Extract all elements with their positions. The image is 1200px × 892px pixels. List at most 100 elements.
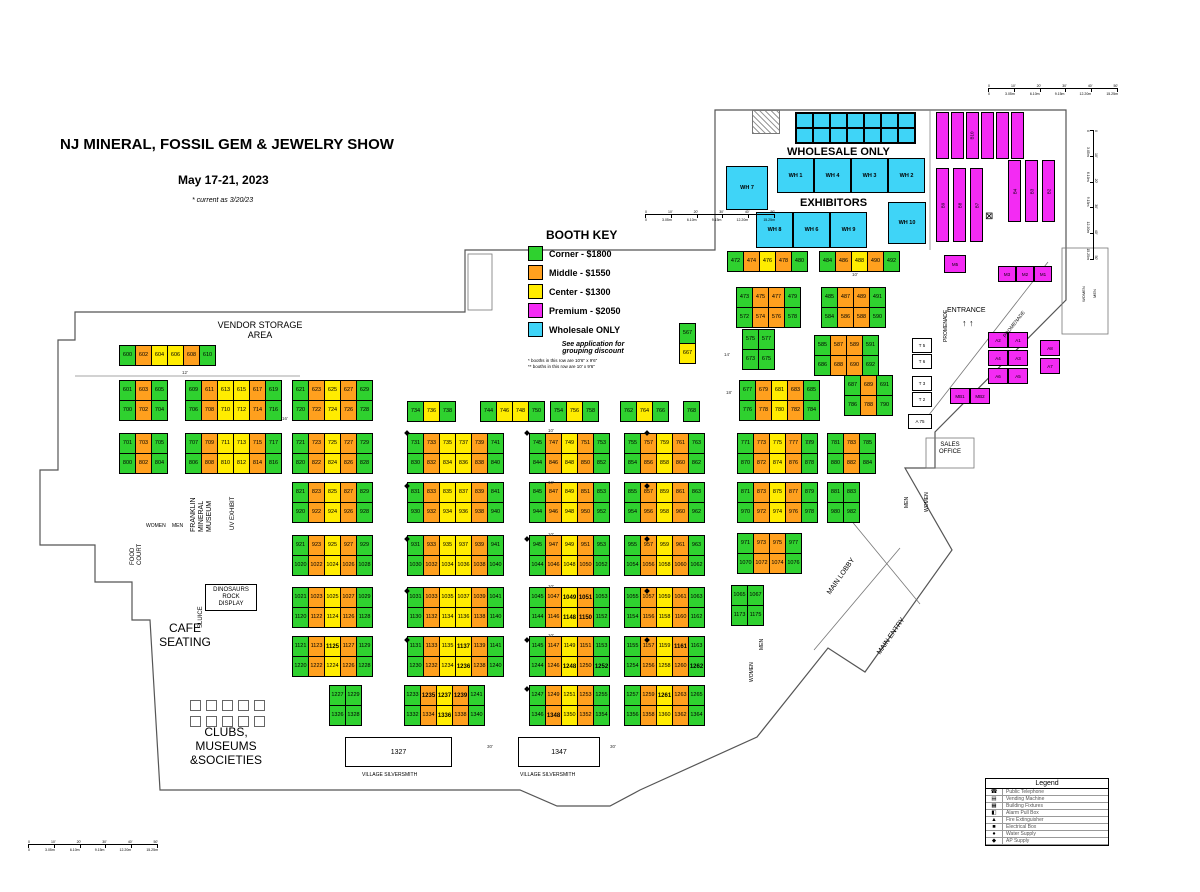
wholesale-booth-WH6: WH 6: [793, 212, 830, 248]
booth-850: 850: [577, 453, 594, 474]
booth-1152: 1152: [593, 607, 610, 628]
legend-label: Electrical Box: [1006, 824, 1037, 830]
area-label: WOMEN: [146, 523, 166, 529]
area-label: MEN: [172, 523, 184, 529]
booth-1059: 1059: [656, 587, 673, 608]
booth-1029: 1029: [356, 587, 373, 608]
booth-945: 945: [529, 535, 546, 556]
booth-1352: 1352: [577, 705, 594, 726]
booth-814: 814: [249, 453, 266, 474]
booth-1160: 1160: [672, 607, 689, 628]
booth-959: 959: [656, 535, 673, 556]
booth-1127: 1127: [340, 636, 357, 657]
booth-928: 928: [356, 502, 373, 523]
key-item: Middle - $1550: [528, 265, 658, 280]
booth-785: 785: [859, 433, 876, 454]
booth-758: 758: [582, 401, 599, 422]
booth-728: 728: [356, 400, 373, 421]
booth-1139: 1139: [471, 636, 488, 657]
booth-839: 839: [471, 482, 488, 503]
booth-714: 714: [249, 400, 266, 421]
booth-1021: 1021: [292, 587, 309, 608]
booth-1067: 1067: [747, 585, 764, 606]
booth-832: 832: [423, 453, 440, 474]
booth-721: 721: [292, 433, 309, 454]
booth-700: 700: [119, 400, 136, 421]
dimension-label: 14': [724, 352, 730, 357]
booth-1121: 1121: [292, 636, 309, 657]
booth-1072: 1072: [753, 553, 770, 574]
booth-475: 475: [752, 287, 769, 308]
scale-line: [988, 88, 1118, 92]
dimension-label: 30': [610, 744, 616, 749]
key-item-label: Premium - $2050: [549, 305, 621, 316]
booth-1144: 1144: [529, 607, 546, 628]
premium-bar: [951, 112, 964, 159]
booth-978: 978: [801, 502, 818, 523]
booth-810: 810: [217, 453, 234, 474]
booth-846: 846: [545, 453, 562, 474]
booth-1229: 1229: [345, 685, 362, 706]
booth-762: 762: [620, 401, 637, 422]
booth-870: 870: [737, 453, 754, 474]
booth-934: 934: [439, 502, 456, 523]
booth-963: 963: [688, 535, 705, 556]
booth-1037: 1037: [455, 587, 472, 608]
booth-1151: 1151: [577, 636, 594, 657]
booth-1358: 1358: [640, 705, 657, 726]
booth-1048: 1048: [561, 555, 578, 576]
premium-bar-B7: B7: [970, 168, 983, 242]
booth-822: 822: [308, 453, 325, 474]
booth-1022: 1022: [308, 555, 325, 576]
booth-784: 784: [803, 400, 820, 421]
booth-856: 856: [640, 453, 657, 474]
booth-486: 486: [835, 251, 852, 272]
booth-683: 683: [787, 380, 804, 401]
booth-1130: 1130: [407, 607, 424, 628]
legend-label: Water Supply: [1006, 831, 1036, 837]
booth-474: 474: [743, 251, 760, 272]
booth-754: 754: [550, 401, 567, 422]
booth-1049: 1049: [561, 587, 578, 608]
booth-722: 722: [308, 400, 325, 421]
premium-bar: [981, 112, 994, 159]
booth-key-footnote: * booths in this row are 10'6" x 9'6": [528, 358, 598, 363]
booth-1058: 1058: [656, 555, 673, 576]
booth-1257: 1257: [624, 685, 641, 706]
booth-688: 688: [830, 355, 847, 376]
booth-476: 476: [759, 251, 776, 272]
booth-605: 605: [151, 380, 168, 401]
booth-976: 976: [785, 502, 802, 523]
booth-1253: 1253: [577, 685, 594, 706]
booth-1346: 1346: [529, 705, 546, 726]
premium-booth-A4: A4: [988, 350, 1008, 366]
legend-icon: ■: [986, 824, 1003, 830]
booth-row: 567: [679, 323, 696, 344]
cafe-table: [238, 716, 249, 727]
booth-589: 589: [846, 335, 863, 356]
booth-1123: 1123: [308, 636, 325, 657]
booth-783: 783: [843, 433, 860, 454]
legend-label: Fire Extinguisher: [1006, 817, 1044, 823]
booth-872: 872: [753, 453, 770, 474]
